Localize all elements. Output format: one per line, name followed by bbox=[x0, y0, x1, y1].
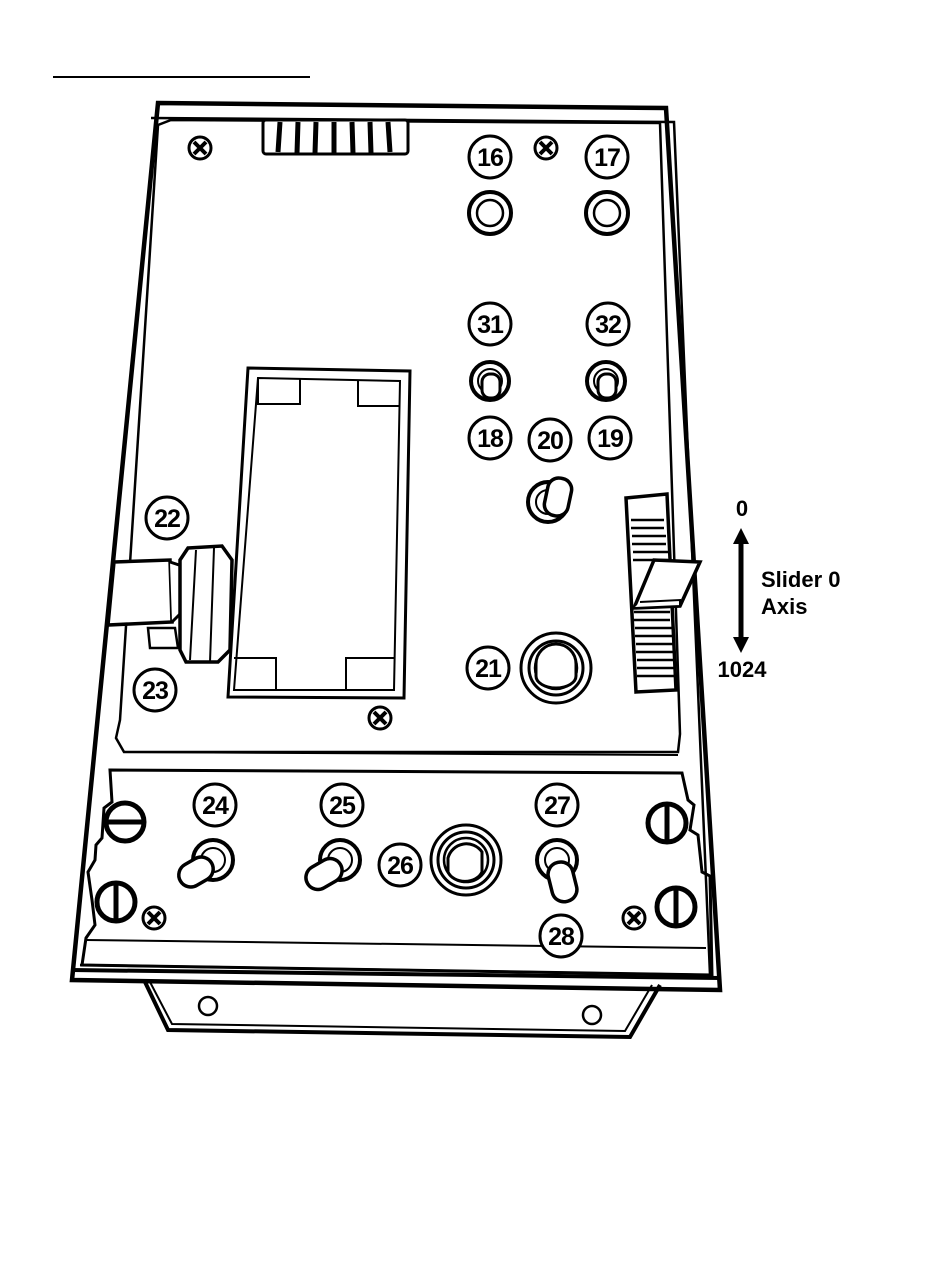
callout-number: 19 bbox=[597, 425, 623, 453]
callout-number: 26 bbox=[387, 852, 413, 880]
slider-0-lever[interactable] bbox=[626, 494, 700, 692]
rotary-knob-22-23[interactable] bbox=[108, 546, 232, 662]
screw-icon bbox=[535, 137, 557, 159]
callout-number: 24 bbox=[202, 792, 229, 820]
toggle-switch-24[interactable] bbox=[174, 840, 233, 891]
callout-28: 28 bbox=[540, 915, 582, 957]
arrow-down-icon bbox=[733, 637, 749, 653]
callout-19: 19 bbox=[589, 417, 631, 459]
bracket-hole-left bbox=[199, 997, 217, 1015]
screw-icon bbox=[143, 907, 165, 929]
mounting-bracket bbox=[145, 982, 660, 1037]
slider-axis-min-label: 0 bbox=[736, 496, 748, 521]
slotted-screw-icon bbox=[657, 888, 695, 926]
arrow-up-icon bbox=[733, 528, 749, 544]
callout-number: 18 bbox=[477, 425, 504, 453]
callout-number: 23 bbox=[142, 677, 168, 705]
callout-number: 25 bbox=[329, 792, 356, 820]
callout-number: 20 bbox=[537, 427, 563, 455]
callout-number: 27 bbox=[544, 792, 570, 820]
callout-32: 32 bbox=[587, 303, 629, 345]
button-16[interactable] bbox=[469, 192, 511, 234]
slider-axis-arrow bbox=[733, 528, 749, 653]
slider-axis-title-line1: Slider 0 bbox=[761, 567, 840, 592]
callout-21: 21 bbox=[467, 647, 509, 689]
callout-26: 26 bbox=[379, 844, 421, 886]
callout-number: 31 bbox=[477, 311, 504, 339]
callout-23: 23 bbox=[134, 669, 176, 711]
callout-number: 16 bbox=[477, 144, 503, 172]
pushbutton-26[interactable] bbox=[431, 825, 501, 895]
callout-20: 20 bbox=[529, 419, 571, 461]
callout-number: 22 bbox=[154, 505, 180, 533]
screw-icon bbox=[623, 907, 645, 929]
toggle-switch-20[interactable] bbox=[528, 476, 574, 522]
screw-icon bbox=[189, 137, 211, 159]
button-17[interactable] bbox=[586, 192, 628, 234]
toggle-switch-27-28[interactable] bbox=[537, 840, 579, 904]
toggle-switch-31-18[interactable] bbox=[471, 362, 509, 400]
pushbutton-21[interactable] bbox=[521, 633, 591, 703]
callout-24: 24 bbox=[194, 784, 236, 826]
slotted-screw-icon bbox=[106, 803, 144, 841]
toggle-switch-32-19[interactable] bbox=[587, 362, 625, 400]
slotted-screw-icon bbox=[648, 804, 686, 842]
rectangular-recess bbox=[228, 368, 410, 698]
callout-25: 25 bbox=[321, 784, 363, 826]
slotted-screw-icon bbox=[97, 883, 135, 921]
slider-axis-max-label: 1024 bbox=[718, 657, 768, 682]
callout-number: 17 bbox=[594, 144, 620, 172]
toggle-switch-25[interactable] bbox=[302, 840, 360, 894]
callout-22: 22 bbox=[146, 497, 188, 539]
callout-number: 28 bbox=[548, 923, 575, 951]
bracket-hole-right bbox=[583, 1006, 601, 1024]
callout-18: 18 bbox=[469, 417, 511, 459]
callout-31: 31 bbox=[469, 303, 511, 345]
callout-number: 21 bbox=[475, 655, 502, 683]
screw-icon bbox=[369, 707, 391, 729]
knurled-wheel[interactable] bbox=[263, 120, 408, 154]
callout-16: 16 bbox=[469, 136, 511, 178]
callout-27: 27 bbox=[536, 784, 578, 826]
callout-number: 32 bbox=[595, 311, 621, 339]
slider-axis-title-line2: Axis bbox=[761, 594, 807, 619]
callout-17: 17 bbox=[586, 136, 628, 178]
